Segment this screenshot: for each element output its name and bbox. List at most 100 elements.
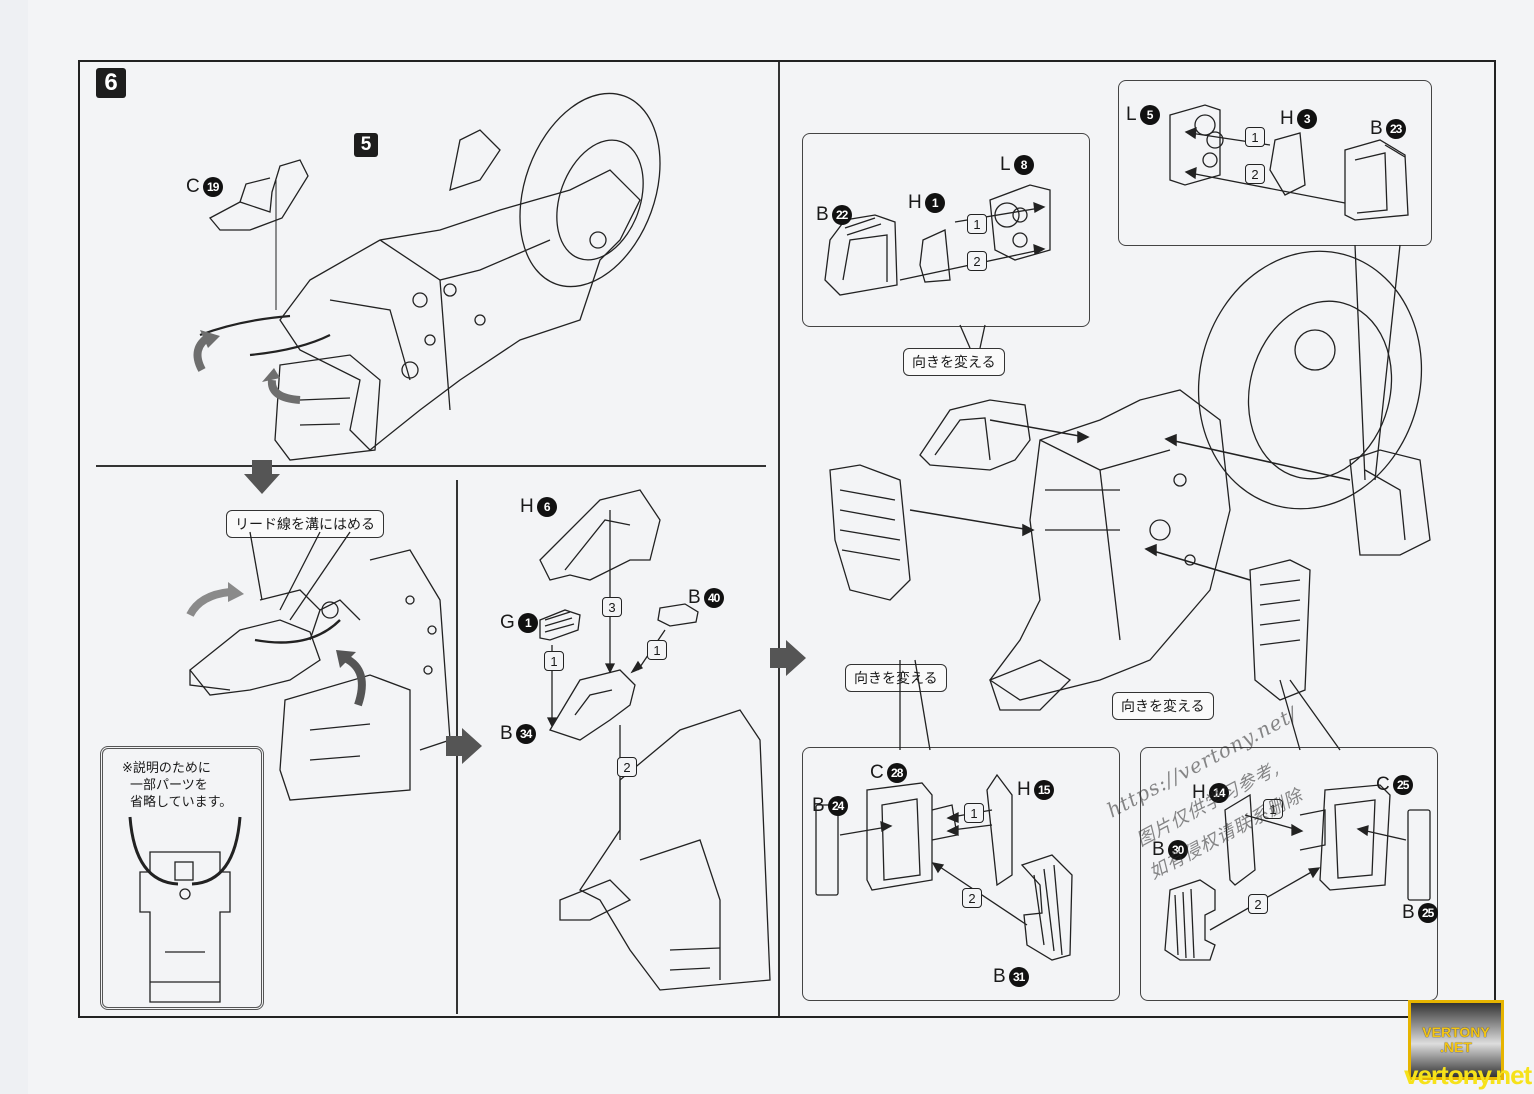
order-marker: 1 [647, 640, 667, 660]
runner-letter: B [1152, 839, 1165, 860]
part-number: 30 [1167, 840, 1188, 860]
part-label-l8: L 8 [1000, 154, 1034, 176]
part-label-h1: H 1 [908, 192, 945, 214]
order-marker: 3 [602, 597, 622, 617]
runner-letter: B [993, 966, 1006, 987]
main-chassis-assembly-drawing [829, 244, 1431, 751]
lead-wire-callout: リード線を溝にはめる [226, 510, 384, 538]
vertony-logo: VERTONY .NET [1408, 1000, 1504, 1080]
rotate-callout-left: 向きを変える [845, 664, 947, 692]
runner-letter: C [870, 762, 884, 783]
part-number: 6 [536, 497, 557, 517]
part-label-b25: B 25 [1402, 902, 1438, 924]
omission-note-text: ※説明のために 一部パーツを 省略しています。 [122, 760, 252, 811]
detail-panel-left-bottom [802, 747, 1120, 1001]
runner-letter: L [1000, 154, 1011, 175]
note-line-3: 省略しています。 [130, 795, 233, 810]
part-number: 31 [1008, 967, 1029, 987]
part-label-h14: H 14 [1192, 782, 1229, 804]
part-label-b23: B 23 [1370, 118, 1406, 140]
head-assembly-drawing [539, 489, 771, 991]
note-line-1: ※説明のために [122, 761, 211, 776]
detail-panel-right-bottom [1140, 747, 1438, 1001]
part-label-h6: H 6 [520, 496, 557, 518]
wire-detail-drawing [128, 816, 242, 1003]
order-marker: 1 [544, 651, 564, 671]
rotate-callout-top: 向きを変える [903, 348, 1005, 376]
part-number: 8 [1013, 155, 1034, 175]
runner-letter: H [1280, 108, 1294, 129]
omission-note-box [100, 746, 264, 1010]
part-number: 3 [1296, 109, 1317, 129]
order-marker: 2 [1248, 894, 1268, 914]
part-label-b24: B 24 [812, 795, 848, 817]
lead-wire-groove-drawing [186, 531, 451, 801]
part-label-b40: B 40 [688, 587, 724, 609]
runner-letter: H [1192, 782, 1206, 803]
order-marker: 2 [617, 757, 637, 777]
part-number: 23 [1385, 119, 1406, 139]
part-label-c19: C 19 [186, 176, 223, 198]
part-number: 24 [827, 796, 848, 816]
next-stage-arrow-right-2 [770, 640, 806, 676]
instruction-frame [78, 60, 1496, 1018]
part-label-c25: C 25 [1376, 774, 1413, 796]
part-label-h15: H 15 [1017, 779, 1054, 801]
part-number: 34 [515, 724, 536, 744]
runner-letter: B [812, 795, 825, 816]
order-marker: 2 [962, 888, 982, 908]
order-marker: 2 [1245, 164, 1265, 184]
horizontal-divider-left [96, 465, 766, 467]
part-label-g1: G 1 [500, 612, 538, 634]
next-stage-arrow-down [244, 460, 280, 494]
runner-letter: H [1017, 779, 1031, 800]
vertical-divider-main [778, 62, 780, 1016]
panel-left-top-drawing [824, 184, 1051, 296]
rotate-callout-right: 向きを変える [1112, 692, 1214, 720]
logo-footer-text: vertony.net [1404, 1060, 1532, 1090]
page-background [28, 0, 1534, 1094]
runner-letter: L [1126, 104, 1137, 125]
panel-right-bottom-drawing [1164, 784, 1431, 961]
runner-letter: C [186, 176, 200, 197]
chassis-assembly-drawing-top [193, 92, 661, 461]
part-number: 15 [1033, 780, 1054, 800]
order-marker: 1 [1263, 799, 1283, 819]
part-label-b30: B 30 [1152, 839, 1188, 861]
part-label-b31: B 31 [993, 966, 1029, 988]
runner-letter: B [1402, 902, 1415, 923]
panel-left-bottom-drawing [815, 773, 1073, 961]
part-number: 28 [886, 763, 907, 783]
runner-letter: G [500, 612, 515, 633]
runner-letter: H [520, 496, 534, 517]
part-label-h3: H 3 [1280, 108, 1317, 130]
order-marker: 1 [967, 214, 987, 234]
order-marker: 1 [1245, 127, 1265, 147]
runner-letter: B [816, 204, 829, 225]
panel-right-top-drawing [1169, 104, 1409, 221]
note-line-2: 一部パーツを [130, 778, 208, 793]
order-marker: 1 [964, 803, 984, 823]
part-number: 1 [924, 193, 945, 213]
detail-panel-left-top [802, 133, 1090, 327]
part-number: 5 [1139, 105, 1160, 125]
runner-letter: C [1376, 774, 1390, 795]
substep-reference-badge: 5 [354, 133, 378, 157]
part-number: 25 [1392, 775, 1413, 795]
step-number-badge: 6 [96, 68, 126, 98]
part-label-c28: C 28 [870, 762, 907, 784]
runner-letter: B [1370, 118, 1383, 139]
part-number: 40 [703, 588, 724, 608]
order-marker: 2 [967, 251, 987, 271]
next-stage-arrow-right-1 [446, 728, 482, 764]
part-label-l5: L 5 [1126, 104, 1160, 126]
part-number: 1 [517, 613, 538, 633]
part-number: 19 [202, 177, 223, 197]
runner-letter: H [908, 192, 922, 213]
part-label-b34: B 34 [500, 723, 536, 745]
part-number: 25 [1417, 903, 1438, 923]
logo-line-2: .NET [1440, 1039, 1472, 1055]
runner-letter: B [688, 587, 701, 608]
logo-line-1: VERTONY [1422, 1024, 1490, 1040]
part-number: 22 [831, 205, 852, 225]
